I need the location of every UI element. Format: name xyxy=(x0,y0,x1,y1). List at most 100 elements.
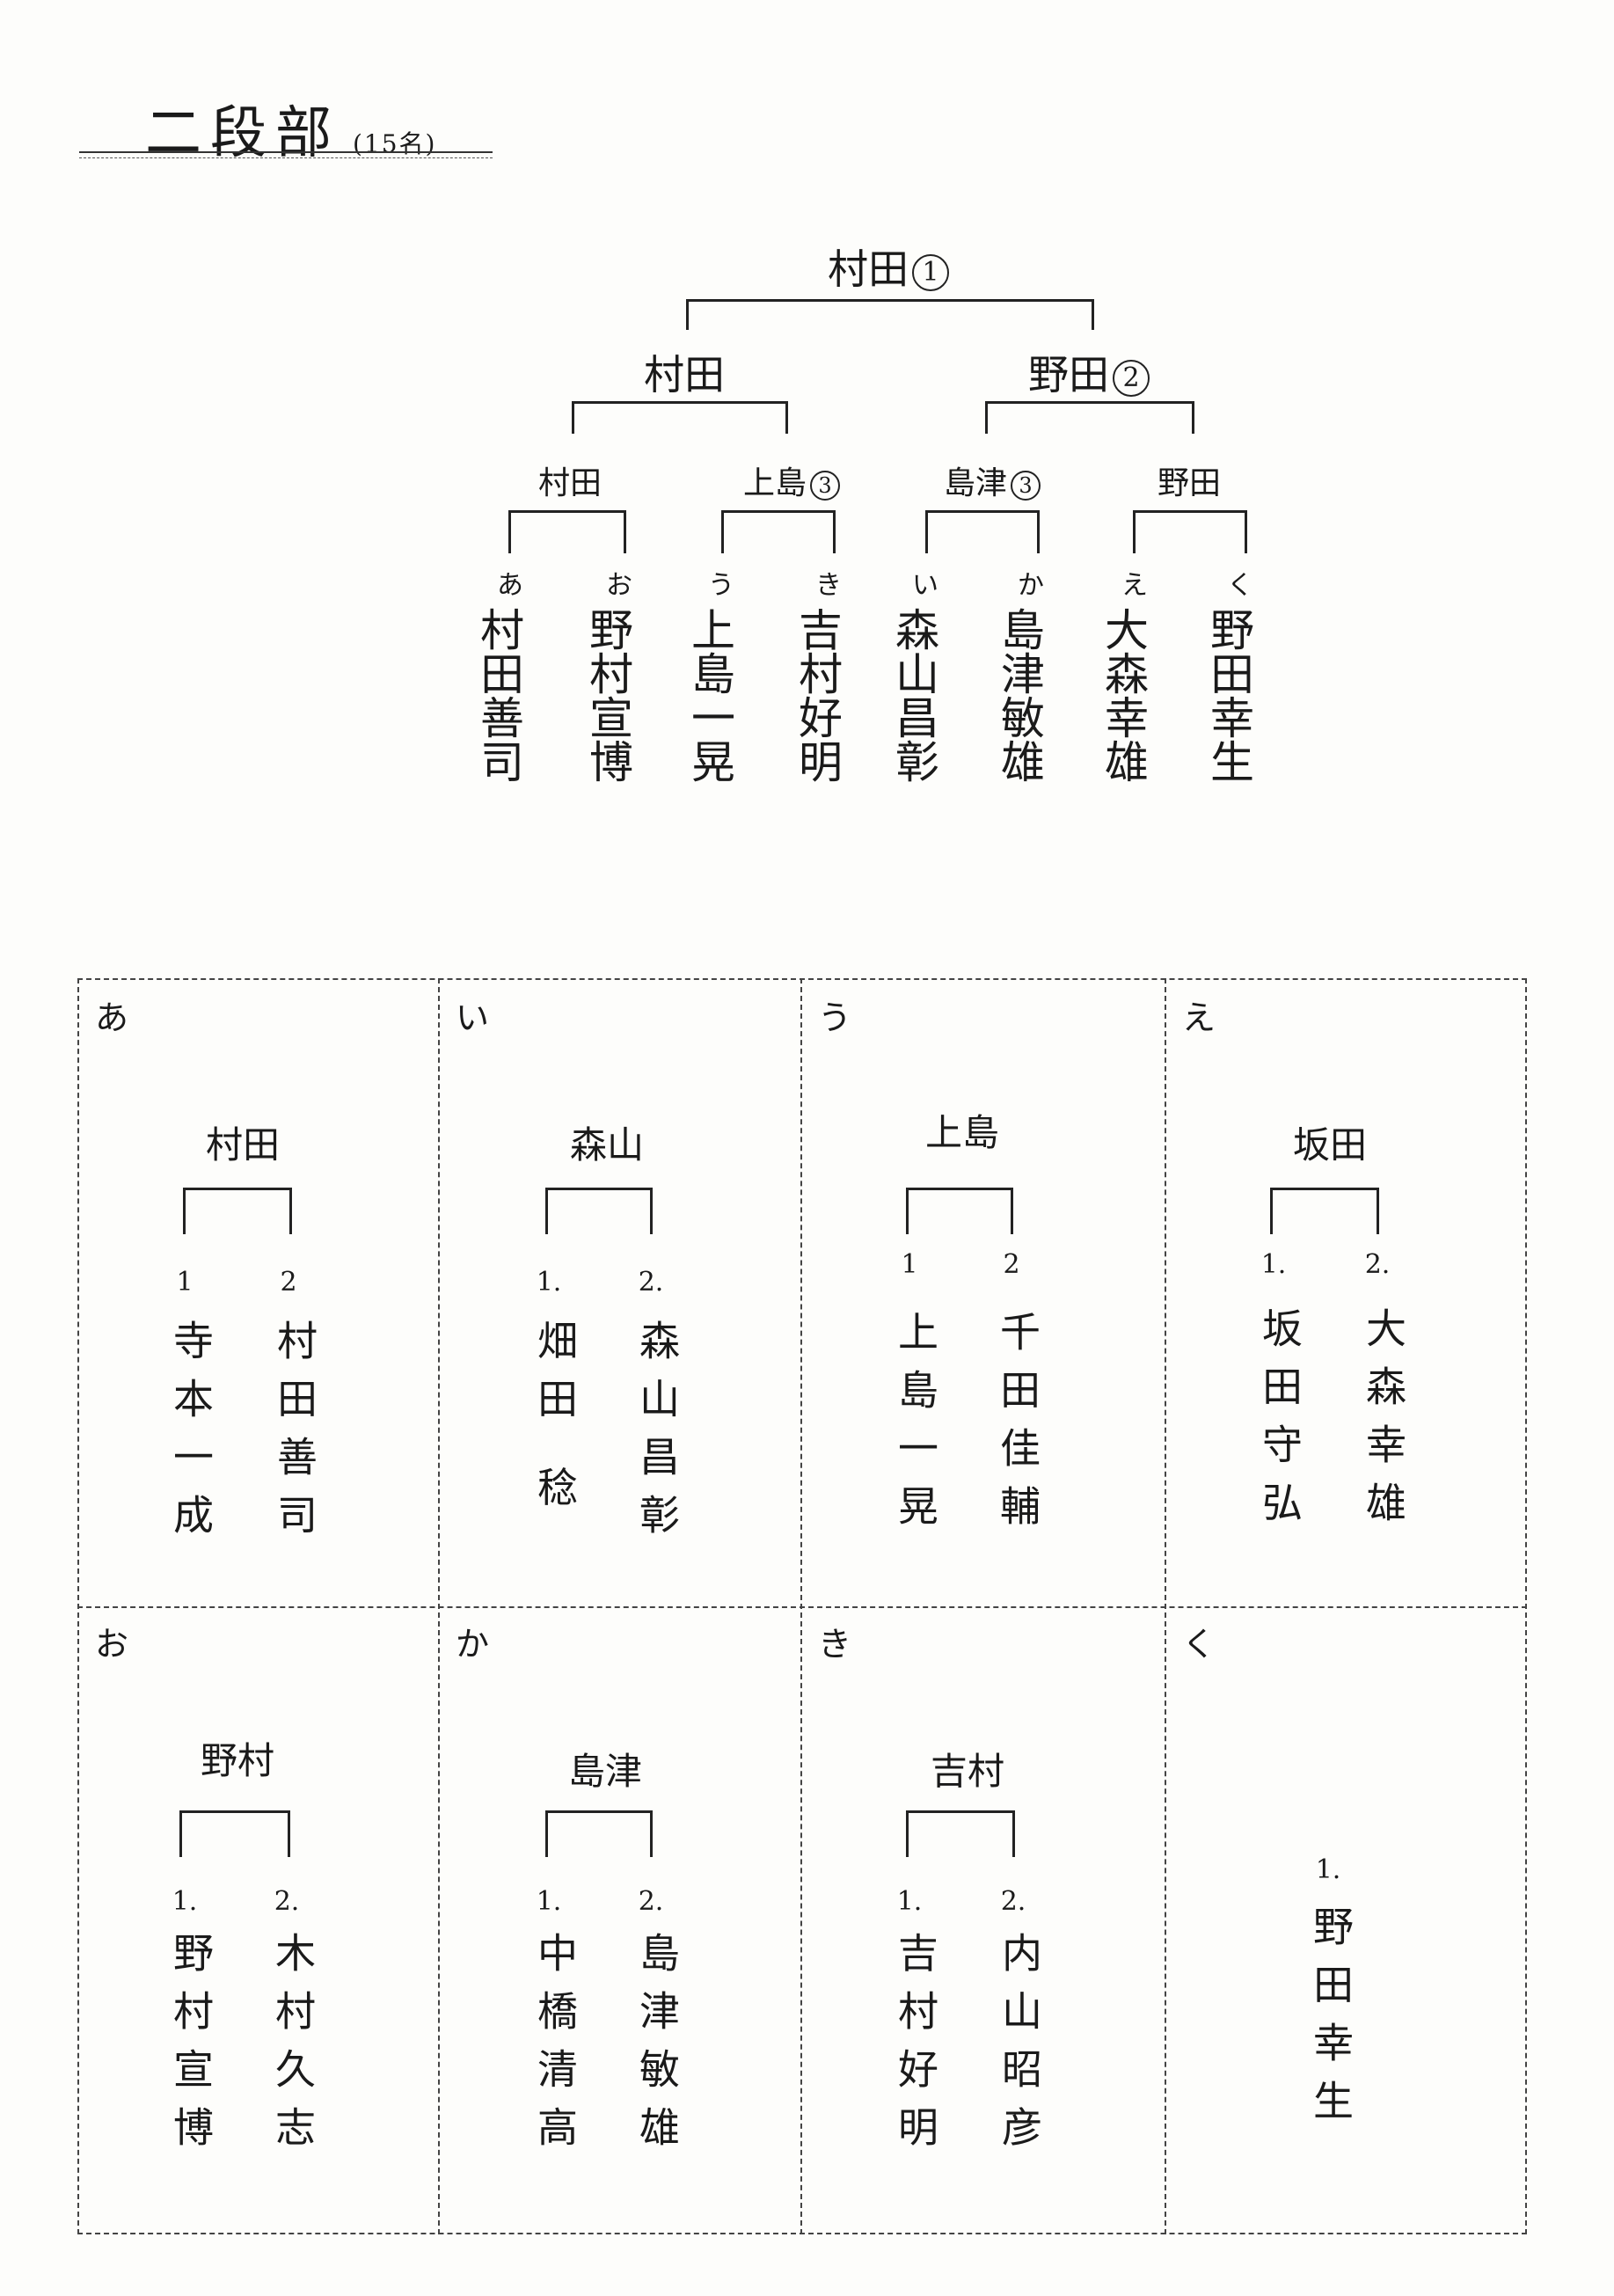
group-player-name: 畑田 稔 xyxy=(531,1320,579,1525)
title-underline-dashed xyxy=(79,157,493,158)
quarterfinal-name: 野田 xyxy=(1157,465,1222,501)
group-rank-number: 1. xyxy=(896,1886,923,1917)
group-winner: 森山 xyxy=(569,1123,645,1166)
semifinal-bracket-line-1 xyxy=(572,401,788,434)
group-player-name: 内山昭彦 xyxy=(996,1932,1043,2164)
group-bracket-line xyxy=(183,1188,292,1234)
group-winner: 島津 xyxy=(567,1750,643,1793)
group-player-name: 木村久志 xyxy=(269,1932,317,2164)
entrant-group-label: お xyxy=(606,570,632,601)
group-player-name: 千田佳輔 xyxy=(994,1311,1041,1543)
champion-name: 村田 xyxy=(828,245,909,293)
entrant-name: 野村宣博 xyxy=(582,607,633,783)
group-player-name: 中橋清高 xyxy=(531,1932,579,2164)
semifinal-name: 村田 xyxy=(644,351,725,399)
group-bracket-line xyxy=(545,1188,653,1234)
entrant-name: 島津敏雄 xyxy=(994,607,1045,783)
group-winner: 上島 xyxy=(924,1111,1000,1154)
group-rank-number: 1 xyxy=(901,1249,918,1280)
rank-circle: 2 xyxy=(1113,360,1150,397)
group-rank-number: 2. xyxy=(638,1267,664,1298)
entrant-group-label: あ xyxy=(497,570,523,601)
group-winner: 吉村 xyxy=(930,1750,1005,1793)
group-key: き xyxy=(818,1625,852,1664)
group-rank-number: 2 xyxy=(1003,1249,1020,1280)
group-winner: 野村 xyxy=(200,1739,275,1782)
quarterfinal-name: 島津 xyxy=(943,465,1008,501)
entrant-group-label: き xyxy=(815,570,842,601)
title-underline xyxy=(79,151,493,153)
title-text: 二段部 xyxy=(145,101,340,166)
group-player-name: 上島一晃 xyxy=(892,1311,939,1543)
group-rank-number: 1 xyxy=(176,1267,194,1298)
group-bracket-line xyxy=(1270,1188,1379,1234)
group-bracket-line xyxy=(179,1810,290,1857)
group-player-name: 島津敏雄 xyxy=(633,1932,681,2164)
group-winner: 村田 xyxy=(205,1123,281,1166)
grid-divider xyxy=(77,1606,1527,1608)
group-bracket-line xyxy=(906,1188,1013,1234)
group-player-name: 大森幸雄 xyxy=(1360,1307,1407,1539)
group-key: う xyxy=(818,998,852,1037)
group-rank-number: 1. xyxy=(1315,1854,1341,1885)
entrant-name: 村田善司 xyxy=(473,607,524,783)
entrant-name: 野田幸生 xyxy=(1203,607,1254,783)
entrant-group-label: う xyxy=(708,570,734,601)
entrant-name: 吉村好明 xyxy=(792,607,843,783)
quarterfinal-name: 上島 xyxy=(742,465,807,501)
group-key: え xyxy=(1182,998,1216,1037)
group-rank-number: 1. xyxy=(1260,1249,1287,1280)
group-rank-number: 1. xyxy=(536,1267,562,1298)
group-rank-number: 2. xyxy=(1000,1886,1026,1917)
group-rank-number: 2. xyxy=(638,1886,664,1917)
quarterfinal-name: 村田 xyxy=(537,465,603,501)
quarterfinal-bracket-line-1 xyxy=(508,510,626,553)
quarterfinal-node-4: 野田 xyxy=(1158,457,1221,503)
group-player-name: 野村宣博 xyxy=(167,1932,215,2164)
group-winner: 坂田 xyxy=(1292,1123,1368,1166)
rank-circle: 3 xyxy=(810,471,841,501)
semifinal-bracket-line-2 xyxy=(985,401,1194,434)
group-rank-number: 1. xyxy=(172,1886,198,1917)
group-key: い xyxy=(456,998,490,1037)
group-player-name: 村田善司 xyxy=(271,1320,318,1552)
semifinal-node-1: 村田 xyxy=(644,343,725,401)
entrant-name: 上島一晃 xyxy=(684,607,735,783)
entrant-name: 大森幸雄 xyxy=(1098,607,1149,783)
section-title: 二段部 (15名) xyxy=(145,88,436,169)
group-rank-number: 1. xyxy=(536,1886,562,1917)
group-player-name: 吉村好明 xyxy=(892,1932,939,2164)
group-key: か xyxy=(456,1625,490,1664)
final-bracket-line xyxy=(686,299,1094,330)
group-player-name: 野田幸生 xyxy=(1307,1905,1355,2138)
rank-circle: 3 xyxy=(1011,471,1041,501)
group-key: く xyxy=(1182,1625,1216,1664)
group-rank-number: 2 xyxy=(280,1267,297,1298)
quarterfinal-node-1: 村田 xyxy=(538,457,602,503)
group-player-name: 寺本一成 xyxy=(167,1320,215,1552)
entrant-group-label: か xyxy=(1018,570,1044,601)
group-rank-number: 2. xyxy=(274,1886,300,1917)
group-bracket-line xyxy=(545,1810,653,1857)
group-bracket-line xyxy=(906,1810,1015,1857)
group-player-name: 森山昌彰 xyxy=(633,1320,681,1552)
group-key: お xyxy=(95,1625,129,1664)
group-key: あ xyxy=(95,998,129,1037)
quarterfinal-bracket-line-2 xyxy=(721,510,836,553)
entrant-name: 森山昌彰 xyxy=(888,607,939,783)
entrant-group-label: え xyxy=(1121,570,1148,601)
participant-count: (15名) xyxy=(353,129,437,158)
quarterfinal-bracket-line-3 xyxy=(925,510,1040,553)
semifinal-name: 野田 xyxy=(1028,351,1109,399)
group-rank-number: 2. xyxy=(1364,1249,1391,1280)
entrant-group-label: く xyxy=(1227,570,1253,601)
quarterfinal-bracket-line-4 xyxy=(1133,510,1247,553)
group-player-name: 坂田守弘 xyxy=(1256,1307,1304,1539)
rank-circle: 1 xyxy=(912,254,949,291)
entrant-group-label: い xyxy=(912,570,938,601)
